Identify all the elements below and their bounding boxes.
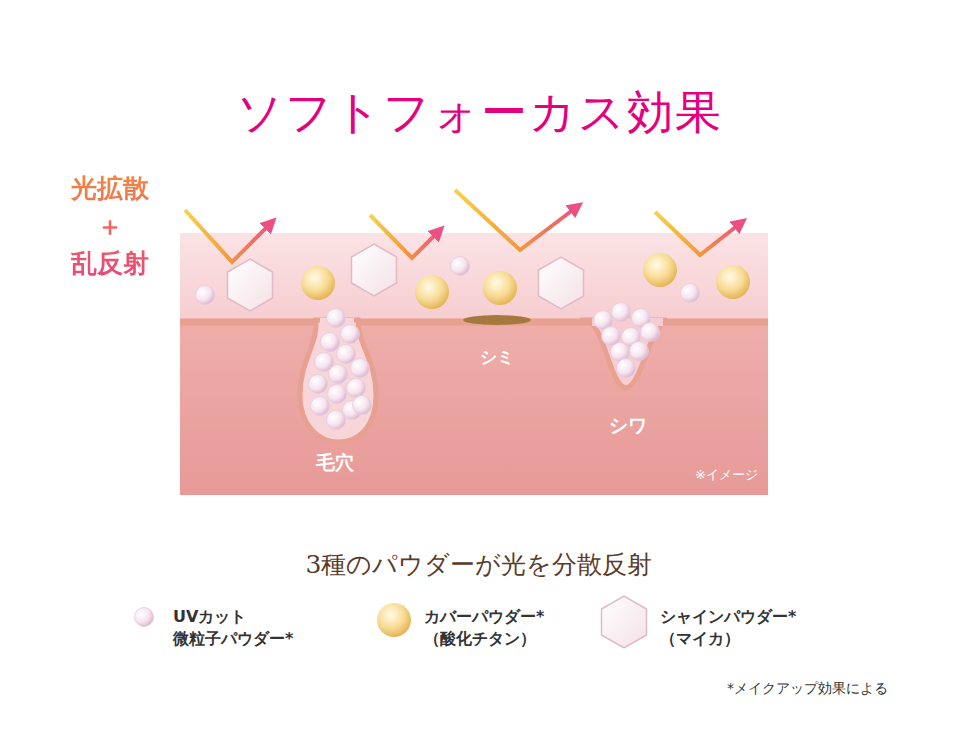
uv-particle bbox=[630, 342, 649, 361]
uv-particle bbox=[351, 359, 370, 378]
light-arrow bbox=[655, 212, 742, 255]
subtitle: 3種のパウダーが光を分散反射 bbox=[306, 548, 653, 581]
cover-particle bbox=[483, 271, 517, 305]
legend-text: UVカット 微粒子パウダー* bbox=[173, 606, 333, 651]
image-note: ※イメージ bbox=[695, 466, 758, 484]
side-heading: 光拡散 ＋ 乱反射 bbox=[67, 170, 153, 283]
uv-particle bbox=[612, 303, 631, 322]
pore-label: 毛穴 bbox=[316, 450, 354, 476]
uv-particle bbox=[328, 385, 347, 404]
cover-particle bbox=[643, 253, 677, 287]
uv-particle bbox=[321, 333, 340, 352]
uv-particle bbox=[341, 325, 360, 344]
uv-particle bbox=[309, 375, 328, 394]
legend-icon bbox=[602, 596, 647, 648]
cover-particle bbox=[415, 275, 449, 309]
uv-particle bbox=[337, 345, 356, 364]
cover-particle bbox=[301, 266, 335, 300]
spot-label: シミ bbox=[480, 346, 514, 369]
uv-particle bbox=[196, 286, 215, 305]
legend-text: シャインパウダー* （マイカ） bbox=[660, 606, 820, 651]
pore bbox=[300, 320, 376, 442]
title: ソフトフォーカス効果 bbox=[236, 82, 723, 144]
uv-particle bbox=[327, 309, 346, 328]
shine-particle bbox=[352, 244, 397, 296]
uv-particle bbox=[451, 257, 470, 276]
light-arrow bbox=[370, 215, 440, 258]
light-arrow bbox=[185, 210, 272, 262]
footnote: *メイクアップ効果による bbox=[727, 680, 888, 698]
uv-particle bbox=[681, 284, 700, 303]
legend-icon bbox=[377, 603, 411, 637]
uv-particle bbox=[347, 379, 366, 398]
wrinkle bbox=[588, 320, 667, 388]
uv-particle bbox=[327, 411, 346, 430]
dermis bbox=[180, 233, 768, 495]
shine-particle bbox=[228, 259, 273, 311]
uv-particle bbox=[617, 359, 636, 378]
spot bbox=[463, 315, 531, 325]
legend-icon bbox=[135, 608, 154, 627]
wrinkle-label: シワ bbox=[609, 413, 647, 439]
shine-particle bbox=[539, 257, 584, 309]
epidermis bbox=[180, 233, 768, 322]
light-arrow bbox=[455, 190, 578, 250]
uv-particle bbox=[641, 323, 660, 342]
uv-particle bbox=[311, 397, 330, 416]
legend-text: カバーパウダー* （酸化チタン） bbox=[424, 606, 584, 651]
uv-particle bbox=[353, 396, 372, 415]
uv-particle bbox=[329, 365, 348, 384]
cover-particle bbox=[716, 265, 750, 299]
